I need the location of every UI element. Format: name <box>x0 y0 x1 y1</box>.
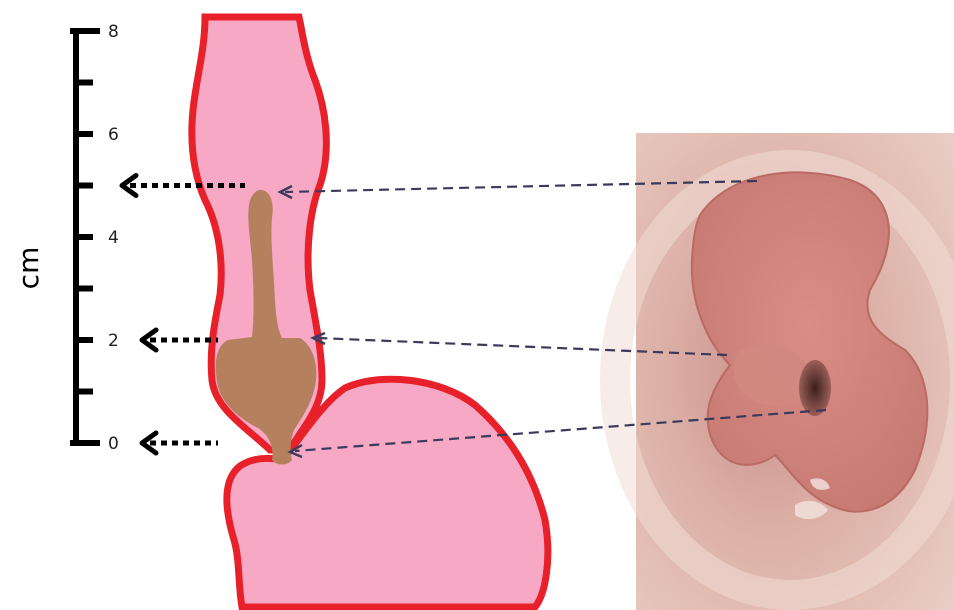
scale-tick-label-6: 6 <box>108 125 119 145</box>
cm-scale: 0 2 4 6 8 cm <box>12 22 119 454</box>
marker-0cm <box>142 433 218 453</box>
scale-tick-label-2: 2 <box>108 331 119 351</box>
esophagus-stomach-diagram <box>192 17 548 607</box>
marker-2cm <box>142 330 218 350</box>
scale-tick-label-0: 0 <box>108 434 119 454</box>
scale-unit-label: cm <box>12 247 45 290</box>
lumen-opening <box>799 360 831 416</box>
endoscopy-image <box>615 133 954 610</box>
scale-tick-label-4: 4 <box>108 228 119 248</box>
scale-tick-label-8: 8 <box>108 22 119 42</box>
